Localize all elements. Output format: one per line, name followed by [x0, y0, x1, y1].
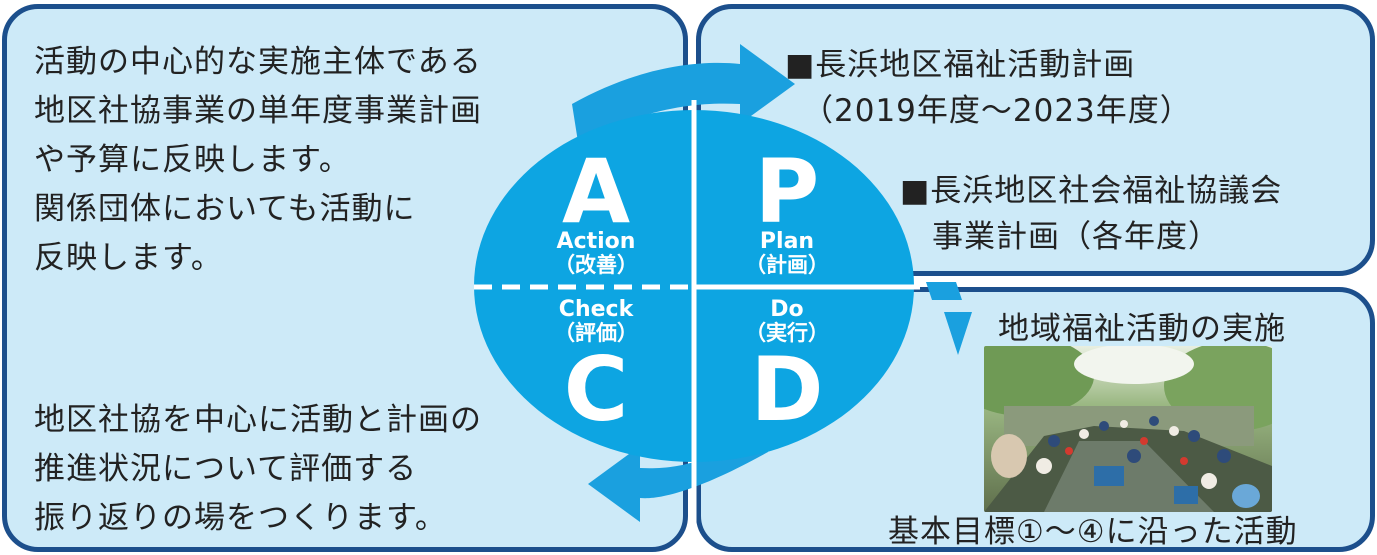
check-line: 推進状況について評価する — [34, 451, 418, 487]
do-caption: 基本目標①〜④に沿った活動 — [888, 514, 1298, 550]
do-title: 地域福祉活動の実施 — [998, 311, 1286, 347]
plan-label-en: Plan — [760, 229, 814, 254]
arrow-do-to-check — [588, 420, 768, 522]
action-description: 活動の中心的な実施主体である 地区社協事業の単年度事業計画 や予算に反映します。… — [34, 38, 482, 283]
do-letter: D — [750, 338, 823, 441]
plan-item-2-subtitle: 事業計画（各年度） — [932, 219, 1220, 255]
check-description: 地区社協を中心に活動と計画の 推進状況について評価する 振り返りの場をつくります… — [34, 396, 482, 543]
plan-label-jp: （計画） — [745, 253, 829, 277]
check-line: 地区社協を中心に活動と計画の — [34, 402, 482, 438]
check-label-en: Check — [559, 297, 635, 322]
action-label-jp: （改善） — [554, 253, 638, 277]
action-label-en: Action — [557, 229, 636, 254]
plan-item-1-title: ■長浜地区福祉活動計画 — [785, 47, 1136, 83]
plan-letter: P — [755, 140, 820, 243]
action-line: 関係団体においても活動に — [34, 191, 416, 227]
activity-photo — [984, 346, 1272, 512]
do-label-jp: （実行） — [745, 321, 829, 345]
arrow-plan-to-do-stem — [926, 282, 962, 300]
check-line: 振り返りの場をつくります。 — [34, 500, 447, 536]
plan-item-1-period: （2019年度〜2023年度） — [802, 93, 1192, 129]
action-line: 反映します。 — [34, 240, 223, 276]
action-line: や予算に反映します。 — [34, 142, 351, 178]
plan-item-2-title: ■長浜地区社会福祉協議会 — [900, 173, 1283, 209]
do-label-en: Do — [770, 297, 803, 322]
check-label-jp: （評価） — [554, 321, 638, 345]
action-letter: A — [562, 140, 630, 243]
check-letter: C — [564, 338, 629, 441]
action-line: 地区社協事業の単年度事業計画 — [34, 93, 482, 129]
arrow-action-to-plan — [572, 44, 795, 142]
arrow-plan-to-do — [944, 282, 972, 355]
action-line: 活動の中心的な実施主体である — [34, 44, 482, 80]
